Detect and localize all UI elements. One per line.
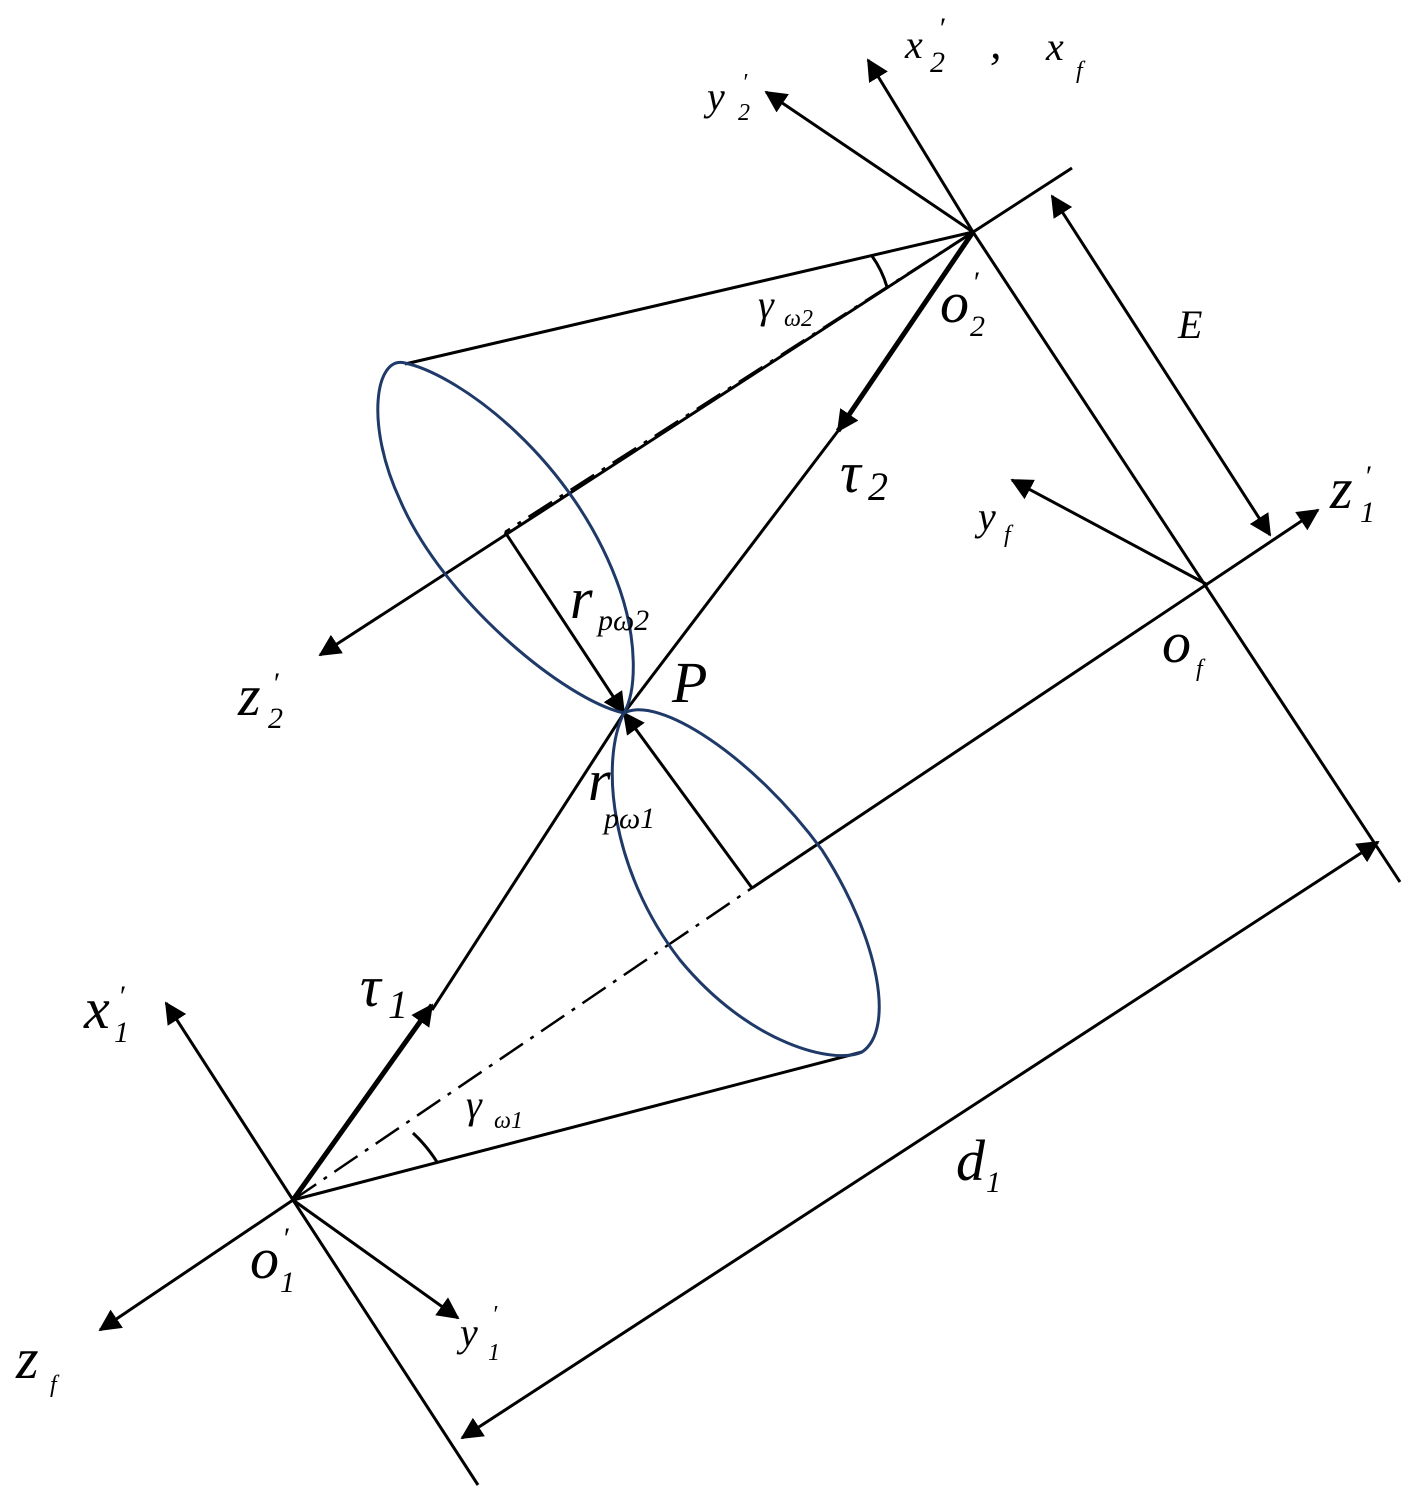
svg-text:f: f [1196, 656, 1206, 682]
label-o2-prime: o ′ 2 [940, 266, 985, 343]
x1-prime-axis [164, 1001, 295, 1201]
cone1-lower-generator [292, 1050, 863, 1202]
svg-text:γ: γ [758, 282, 775, 327]
svg-text:ω1: ω1 [494, 1108, 523, 1134]
svg-text:r: r [570, 566, 593, 631]
E-dimension [1050, 194, 1272, 537]
label-xf: x f [1045, 24, 1086, 84]
y2-prime-axis [764, 90, 974, 234]
svg-text:y: y [456, 1310, 478, 1355]
svg-text:z: z [1329, 456, 1353, 521]
svg-text:pω1: pω1 [602, 802, 655, 835]
rpw1-radius [622, 711, 754, 889]
label-d1: d 1 [956, 1128, 1001, 1199]
cone1-base-ellipse [610, 708, 881, 1058]
tau2-vector [835, 230, 976, 433]
label-yf: y f [974, 494, 1014, 548]
label-tau1: τ 1 [360, 954, 408, 1027]
label-zf: z f [15, 1326, 60, 1398]
svg-text:1: 1 [280, 1266, 295, 1299]
label-x1-prime: x ′ 1 [83, 976, 129, 1049]
svg-text:2: 2 [868, 464, 888, 509]
svg-text:′: ′ [742, 70, 748, 96]
cone1-axis-dashdot [292, 886, 753, 1202]
label-o1-prime: o ′ 1 [250, 1222, 295, 1299]
label-rpw2: r pω2 [570, 566, 649, 637]
svg-text:f: f [1004, 522, 1014, 548]
x1-axis-lower [291, 1199, 480, 1486]
svg-text:d: d [956, 1128, 986, 1193]
y1-prime-axis [292, 1198, 460, 1320]
svg-text:f: f [50, 1372, 60, 1398]
svg-text:′: ′ [492, 1302, 498, 1328]
svg-text:′: ′ [118, 980, 125, 1013]
label-y1-prime: y ′ 1 [456, 1302, 500, 1366]
cone2-upper-generator [404, 230, 974, 366]
svg-text:′: ′ [282, 1222, 289, 1255]
svg-text:z: z [237, 663, 261, 728]
svg-text:pω2: pω2 [596, 604, 649, 637]
svg-text:z: z [15, 1326, 39, 1391]
gamma2-angle-arc [870, 255, 889, 288]
svg-text:y: y [974, 494, 996, 539]
svg-text:1: 1 [388, 982, 408, 1027]
svg-text:2: 2 [930, 46, 945, 79]
svg-text:γ: γ [466, 1082, 483, 1127]
svg-text:′: ′ [938, 12, 945, 45]
svg-text:1: 1 [986, 1166, 1001, 1199]
label-x2-prime: x ′ 2 [904, 12, 945, 79]
svg-text:′: ′ [1364, 460, 1371, 493]
svg-text:1: 1 [114, 1016, 129, 1049]
svg-text:x: x [83, 976, 110, 1041]
d1-dimension [460, 840, 1380, 1440]
label-E: E [1177, 302, 1202, 347]
svg-text:τ: τ [360, 954, 383, 1019]
label-of: o f [1162, 610, 1206, 682]
svg-text:τ: τ [840, 440, 863, 505]
svg-text:x: x [904, 22, 923, 67]
svg-text:o: o [250, 1226, 279, 1291]
label-z2-prime: z ′ 2 [237, 663, 283, 735]
svg-text:y: y [703, 74, 725, 119]
label-z1-prime: z ′ 1 [1329, 456, 1375, 529]
label-gamma-w1: γ ω1 [466, 1082, 523, 1134]
svg-text:2: 2 [970, 310, 985, 343]
svg-text:o: o [940, 270, 969, 335]
label-gamma-w2: γ ω2 [758, 282, 813, 332]
x2-axis-lower [971, 231, 1402, 883]
label-y2-prime: y ′ 2 [703, 70, 750, 126]
z1-prime-axis [751, 508, 1320, 890]
svg-text:2: 2 [738, 100, 750, 126]
label-P: P [671, 650, 707, 715]
svg-text:o: o [1162, 610, 1191, 675]
gamma1-angle-arc [411, 1131, 439, 1163]
svg-text:2: 2 [268, 702, 283, 735]
x2-prime-axis [866, 58, 975, 233]
svg-text:1: 1 [488, 1340, 500, 1366]
cone2-axis-dashdot [504, 230, 974, 534]
label-tau2: τ 2 [840, 440, 888, 509]
svg-text:′: ′ [972, 266, 979, 299]
rpw2-radius [503, 531, 626, 715]
tau1-vector [290, 1003, 435, 1202]
svg-text:′: ′ [272, 667, 279, 700]
svg-text:f: f [1076, 58, 1086, 84]
zf-axis [98, 1198, 294, 1332]
svg-text:x: x [1045, 24, 1064, 69]
label-rpw1: r pω1 [588, 748, 655, 835]
svg-text:1: 1 [1360, 496, 1375, 529]
cone2-base-ellipse [376, 360, 635, 715]
svg-text:ω2: ω2 [784, 306, 813, 332]
yf-axis [1010, 478, 1209, 587]
label-comma: , [990, 17, 1002, 68]
pitch-generator-upper [622, 430, 840, 714]
svg-text:r: r [588, 748, 611, 813]
